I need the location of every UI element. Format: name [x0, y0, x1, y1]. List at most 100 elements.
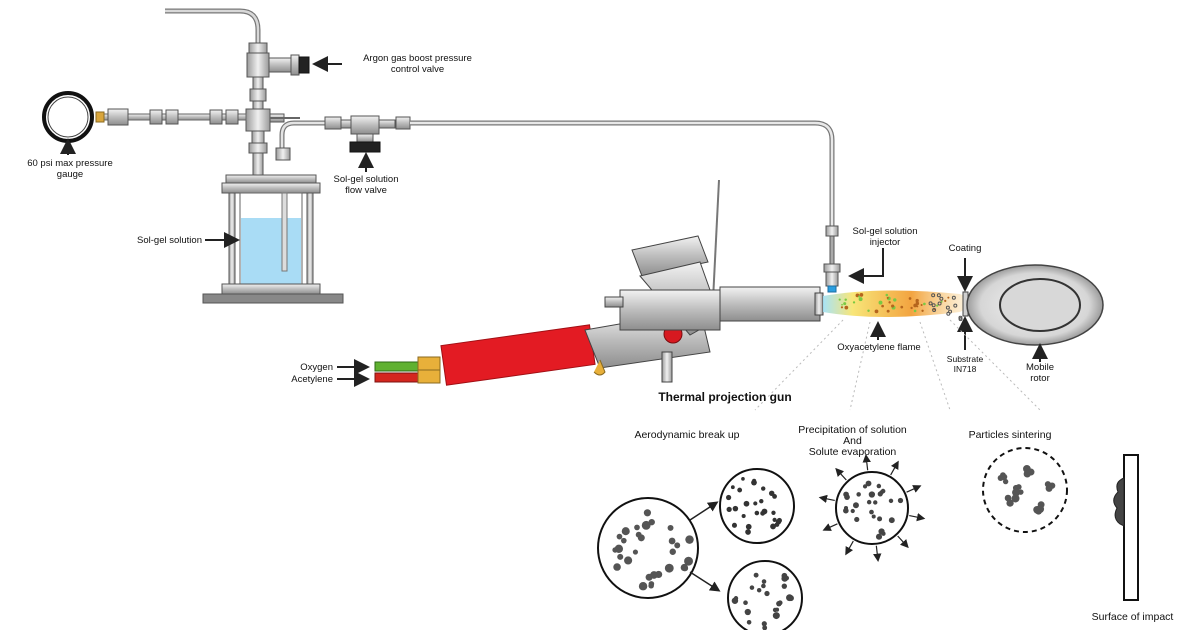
particle-dot	[871, 514, 876, 519]
particle-dot	[759, 498, 764, 504]
evaporating-droplet	[818, 453, 926, 563]
spray-particle	[931, 293, 936, 298]
particle-dot	[754, 510, 760, 516]
thermal-gun	[374, 179, 824, 386]
flame-particle	[913, 303, 918, 308]
particle-dot	[667, 524, 674, 531]
particle-dot	[733, 596, 739, 601]
particle-dot	[875, 533, 883, 540]
flame-particle	[844, 298, 847, 301]
particle-dot	[888, 517, 895, 524]
oxygen-label: Oxygen	[300, 362, 333, 373]
particle-dot	[641, 520, 651, 530]
particle-dot	[761, 583, 766, 589]
particle-dot	[752, 478, 757, 483]
feed-pipe	[410, 120, 835, 228]
particle-dot	[743, 600, 748, 606]
particle-dot	[764, 590, 770, 597]
particle-dot	[868, 491, 876, 498]
particle-dot	[749, 585, 755, 590]
particle-dot	[731, 522, 737, 528]
flame-particle	[920, 304, 923, 307]
evaporation-arrow	[862, 453, 871, 471]
particle-dot	[784, 576, 789, 581]
pressure-gauge	[42, 91, 94, 143]
injector-arrow	[848, 248, 884, 284]
precipitation-label: Precipitation of solution And Solute eva…	[798, 424, 907, 458]
large-droplet	[597, 497, 699, 599]
substrate-label: Substrate IN718	[946, 354, 984, 374]
breakup-arrow-up	[689, 501, 719, 521]
spray-particle	[931, 303, 936, 308]
particle-dot	[873, 500, 878, 505]
evaporation-arrow	[897, 535, 909, 549]
particle-dot	[843, 505, 849, 511]
sintered-particle	[1015, 484, 1022, 490]
particle-dot	[744, 608, 751, 616]
breakup-arrow-down	[689, 571, 721, 592]
particle-dot	[743, 500, 750, 507]
particle-dot	[664, 563, 674, 573]
spray-particle	[936, 293, 941, 298]
flame-particle	[857, 295, 860, 298]
flame-particle	[893, 298, 897, 302]
flame-particle	[858, 297, 863, 302]
particle-dot	[862, 484, 868, 489]
sintered-particle	[1023, 466, 1031, 474]
pressure-gauge-label: 60 psi max pressure gauge	[27, 158, 113, 180]
particle-dot	[624, 556, 633, 565]
rotor-label: Mobile rotor	[1026, 362, 1054, 384]
particle-dot	[668, 537, 676, 545]
evaporation-arrow	[818, 494, 835, 503]
flame-particle	[923, 302, 926, 306]
particle-dot	[787, 595, 794, 602]
flame-particle	[900, 305, 904, 309]
flame-particle	[891, 304, 895, 308]
particle-dot	[613, 563, 621, 571]
flame-particle	[859, 292, 864, 297]
particle-dot	[876, 483, 882, 489]
particle-dot	[850, 508, 855, 514]
particle-dot	[745, 529, 751, 535]
particle-dot	[781, 583, 788, 589]
particle-dot	[772, 607, 778, 613]
flame-particle	[843, 302, 847, 306]
particle-dot	[745, 523, 752, 530]
evaporation-arrow	[909, 513, 926, 522]
particle-dot	[761, 508, 768, 515]
spray-particle	[951, 295, 956, 300]
droplet-upper	[719, 468, 795, 544]
particle-dot	[762, 625, 768, 631]
evaporation-arrow	[873, 545, 882, 563]
particle-dot	[866, 499, 872, 505]
particle-dot	[897, 497, 904, 504]
evaporation-arrow	[822, 523, 838, 531]
sintered-particle	[1000, 473, 1008, 481]
particle-dot	[761, 621, 767, 627]
argon-valve	[246, 42, 310, 78]
flow-valve-label: Sol-gel solution flow valve	[333, 174, 399, 196]
flame-particle	[913, 309, 917, 313]
spray-particle	[945, 305, 950, 310]
gauge-line	[95, 108, 247, 126]
particle-dot	[760, 486, 766, 491]
spray-particle	[939, 296, 944, 301]
particle-dot	[772, 524, 776, 528]
top-pipe	[165, 8, 261, 45]
particle-dot	[877, 516, 883, 522]
particle-dot	[635, 531, 642, 538]
sintered-particle	[1037, 501, 1045, 509]
spray-particle	[932, 307, 937, 312]
impact-label: Surface of impact	[1091, 611, 1174, 623]
particle-dot	[844, 494, 850, 501]
particle-dot	[865, 480, 872, 487]
particle-dot	[725, 494, 732, 501]
right-branch	[269, 113, 411, 161]
flame-particle	[838, 298, 841, 301]
sintered-particle	[1002, 478, 1009, 485]
oxyacetylene-flame	[823, 290, 970, 322]
particle-dot	[682, 565, 689, 572]
flame-particle	[885, 293, 889, 297]
sintered-particle	[1012, 488, 1021, 497]
flame-particle	[844, 305, 849, 310]
